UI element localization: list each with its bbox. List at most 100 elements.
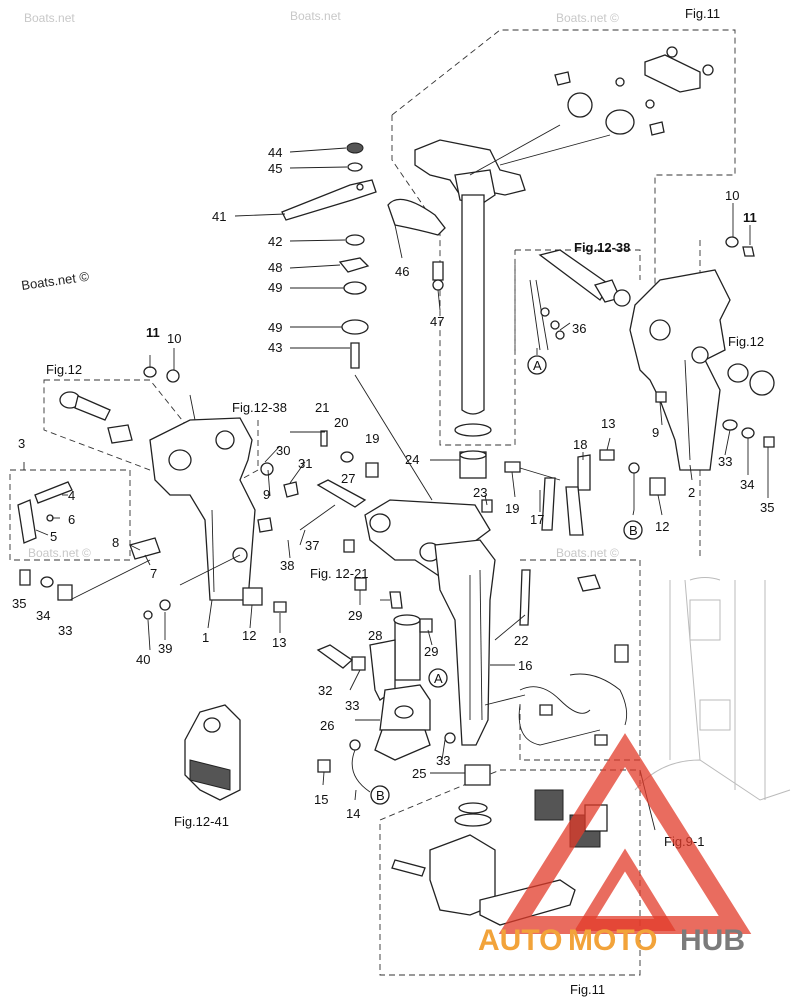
callout: 33 (718, 454, 732, 469)
callout: 4 (68, 488, 75, 503)
fig12-38-leader (239, 420, 259, 481)
figure-ref: Fig.11 (685, 6, 720, 21)
callout: 35 (12, 596, 26, 611)
watermark: Boats.net © (20, 269, 90, 293)
callout: 11 (146, 325, 160, 340)
callout: 10 (167, 331, 181, 346)
cross-shafts (260, 430, 379, 669)
callout: 11 (743, 210, 757, 225)
callout: 14 (346, 806, 360, 821)
wiring-harness (317, 574, 629, 793)
callout: 17 (530, 512, 544, 527)
figure-ref: Fig.12 (46, 362, 82, 377)
callout: 45 (268, 161, 282, 176)
logo-text-auto: AUTO (478, 924, 562, 957)
figure-ref: Fig.11 (570, 982, 605, 997)
callout: 33 (345, 698, 359, 713)
callout: 49 (268, 320, 282, 335)
callout: 37 (305, 538, 319, 553)
callout: 36 (572, 321, 586, 336)
figure-ref: Fig. 12-21 (310, 566, 369, 581)
callout: 12 (655, 519, 669, 534)
figure-ref: Fig.12 (728, 334, 764, 349)
callout: 29 (348, 608, 362, 623)
figure-references: Fig.11 Fig.12-38 Fig.12 Fig.12 Fig.12-38… (46, 6, 764, 997)
callout: 19 (365, 431, 379, 446)
callout-labels: 44 45 41 42 48 49 49 43 46 47 36 A 10 11… (12, 145, 774, 821)
callout: 3 (18, 436, 25, 451)
callout: 39 (158, 641, 172, 656)
callout: 34 (36, 608, 50, 623)
swivel-bracket (364, 461, 561, 827)
lower-unit-outline (699, 699, 731, 731)
ground-lead-parts (565, 449, 666, 536)
fig11-dashed-box (391, 29, 736, 300)
reference-circle-a (527, 355, 547, 375)
callout: 41 (212, 209, 226, 224)
callout: 32 (318, 683, 332, 698)
callout: 9 (263, 487, 270, 502)
reference-circle-b (370, 785, 390, 805)
callout: 24 (405, 452, 419, 467)
callout: 10 (725, 188, 739, 203)
callout: 40 (136, 652, 150, 667)
callout: 5 (50, 529, 57, 544)
callout: 48 (268, 260, 282, 275)
callout: 9 (652, 425, 659, 440)
callout: 13 (601, 416, 615, 431)
figure-ref: Fig.12-38 (574, 240, 630, 255)
callout: 42 (268, 234, 282, 249)
callout: A (533, 358, 542, 373)
callout: 1 (202, 630, 209, 645)
callout: 43 (268, 340, 282, 355)
group-3-box (9, 469, 131, 561)
reference-circle-b (623, 520, 643, 540)
watermark: Boats.net © (28, 546, 91, 560)
callout: 2 (688, 485, 695, 500)
steering-bracket-top (414, 46, 714, 206)
callout: A (434, 671, 443, 686)
callout: 30 (276, 443, 290, 458)
callout: 12 (242, 628, 256, 643)
callout: 27 (341, 471, 355, 486)
callout: 33 (436, 753, 450, 768)
callout: 8 (112, 535, 119, 550)
fig11-bottom-box (379, 769, 641, 976)
callout: 38 (280, 558, 294, 573)
callout: 20 (334, 415, 348, 430)
callout: 49 (268, 280, 282, 295)
callout: 47 (430, 314, 444, 329)
callout: 46 (395, 264, 409, 279)
callout: B (629, 523, 638, 538)
tilt-lever-stack (281, 142, 446, 369)
callout: B (376, 788, 385, 803)
callout: 28 (368, 628, 382, 643)
figure-ref: Fig.12-41 (174, 814, 229, 829)
callout: 44 (268, 145, 282, 160)
callout: 22 (514, 633, 528, 648)
clamp-bracket-left (143, 366, 287, 620)
logo-text-moto: MOTO (568, 924, 657, 957)
fig12-38-box (515, 249, 641, 280)
callout: 34 (740, 477, 754, 492)
callout: 31 (298, 456, 312, 471)
callout: 13 (272, 635, 286, 650)
callout: 19 (505, 501, 519, 516)
logo-triangle-inner (574, 848, 676, 931)
reference-circle-a (428, 668, 448, 688)
lower-unit-outline (669, 577, 766, 800)
steering-shaft (454, 194, 492, 479)
callout: 35 (760, 500, 774, 515)
callout: 7 (150, 566, 157, 581)
callout: 16 (518, 658, 532, 673)
callout: 23 (473, 485, 487, 500)
callout: 29 (424, 644, 438, 659)
tilt-handle (184, 704, 241, 801)
callout: 15 (314, 792, 328, 807)
figure-ref: Fig.12-38 (232, 400, 287, 415)
watermark: Boats.net (290, 9, 341, 23)
callout: 21 (315, 400, 329, 415)
automotohub-logo: AUTO MOTO HUB (478, 733, 752, 957)
leader-line (354, 374, 433, 501)
